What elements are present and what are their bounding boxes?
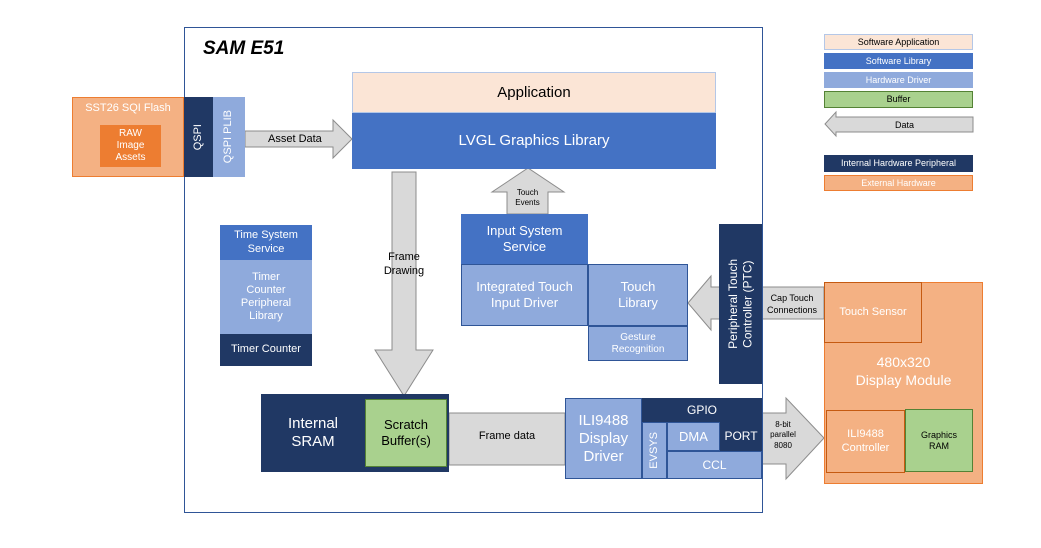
qspi-plib-label: QSPI PLIB <box>222 110 235 164</box>
frame-drawing-arrow <box>374 171 434 397</box>
peripheral-touch-controller: Peripheral Touch Controller (PTC) <box>719 224 762 384</box>
timer-counter-plib: Timer Counter Peripheral Library <box>220 260 312 334</box>
integrated-touch-input-driver: Integrated Touch Input Driver <box>461 264 588 326</box>
legend-data: Data <box>894 119 914 130</box>
mcu-boundary <box>184 27 763 513</box>
gpio-peripheral: GPIO <box>642 398 762 422</box>
legend-software-application: Software Application <box>824 34 973 50</box>
display-module-title: 480x320 Display Module <box>855 354 952 389</box>
gesture-recognition: Gesture Recognition <box>588 326 688 361</box>
qspi-peripheral: QSPI <box>184 97 213 177</box>
legend-external-hardware: External Hardware <box>824 175 973 191</box>
internal-sram-label: Internal SRAM <box>287 415 339 450</box>
parallel-label: 8-bit parallel 8080 <box>770 420 796 450</box>
application-box: Application <box>352 72 716 113</box>
legend-software-library: Software Library <box>824 53 973 69</box>
qspi-plib: QSPI PLIB <box>213 97 245 177</box>
graphics-ram: Graphics RAM <box>905 409 973 472</box>
legend-internal-hardware-peripheral: Internal Hardware Peripheral <box>824 155 973 172</box>
ptc-label: Peripheral Touch Controller (PTC) <box>726 259 755 349</box>
touch-events-arrow <box>490 167 566 215</box>
mcu-title: SAM E51 <box>203 38 285 59</box>
frame-data-band <box>448 412 566 466</box>
timer-counter: Timer Counter <box>220 334 312 366</box>
ccl-peripheral: CCL <box>667 451 762 479</box>
scratch-buffer: Scratch Buffer(s) <box>365 399 447 467</box>
frame-drawing-label: Frame Drawing <box>383 251 425 278</box>
time-system-service: Time System Service <box>220 225 312 260</box>
sqi-flash-title: SST26 SQI Flash <box>85 102 171 114</box>
touch-events-label: Touch Events <box>515 188 540 208</box>
asset-data-arrow <box>244 118 353 160</box>
touch-library: Touch Library <box>588 264 688 326</box>
qspi-label: QSPI <box>191 123 204 151</box>
raw-image-assets: RAW Image Assets <box>100 125 161 167</box>
legend-data-arrow <box>824 110 974 138</box>
parallel-arrow <box>761 396 825 481</box>
cap-touch-label: Cap Touch Connections <box>766 293 818 315</box>
ili9488-controller: ILI9488 Controller <box>826 410 905 473</box>
port-peripheral: PORT <box>720 422 762 451</box>
ili9488-display-driver: ILI9488 Display Driver <box>565 398 642 479</box>
evsys-label: EVSYS <box>647 432 660 469</box>
dma-peripheral: DMA <box>667 422 720 451</box>
frame-data-label: Frame data <box>478 430 536 442</box>
touch-sensor: Touch Sensor <box>824 282 922 343</box>
legend-hardware-driver: Hardware Driver <box>824 72 973 88</box>
lvgl-graphics-library: LVGL Graphics Library <box>352 113 716 169</box>
asset-data-label: Asset Data <box>268 133 322 145</box>
legend-buffer: Buffer <box>824 91 973 108</box>
input-system-service: Input System Service <box>461 214 588 264</box>
evsys-peripheral: EVSYS <box>642 422 667 479</box>
